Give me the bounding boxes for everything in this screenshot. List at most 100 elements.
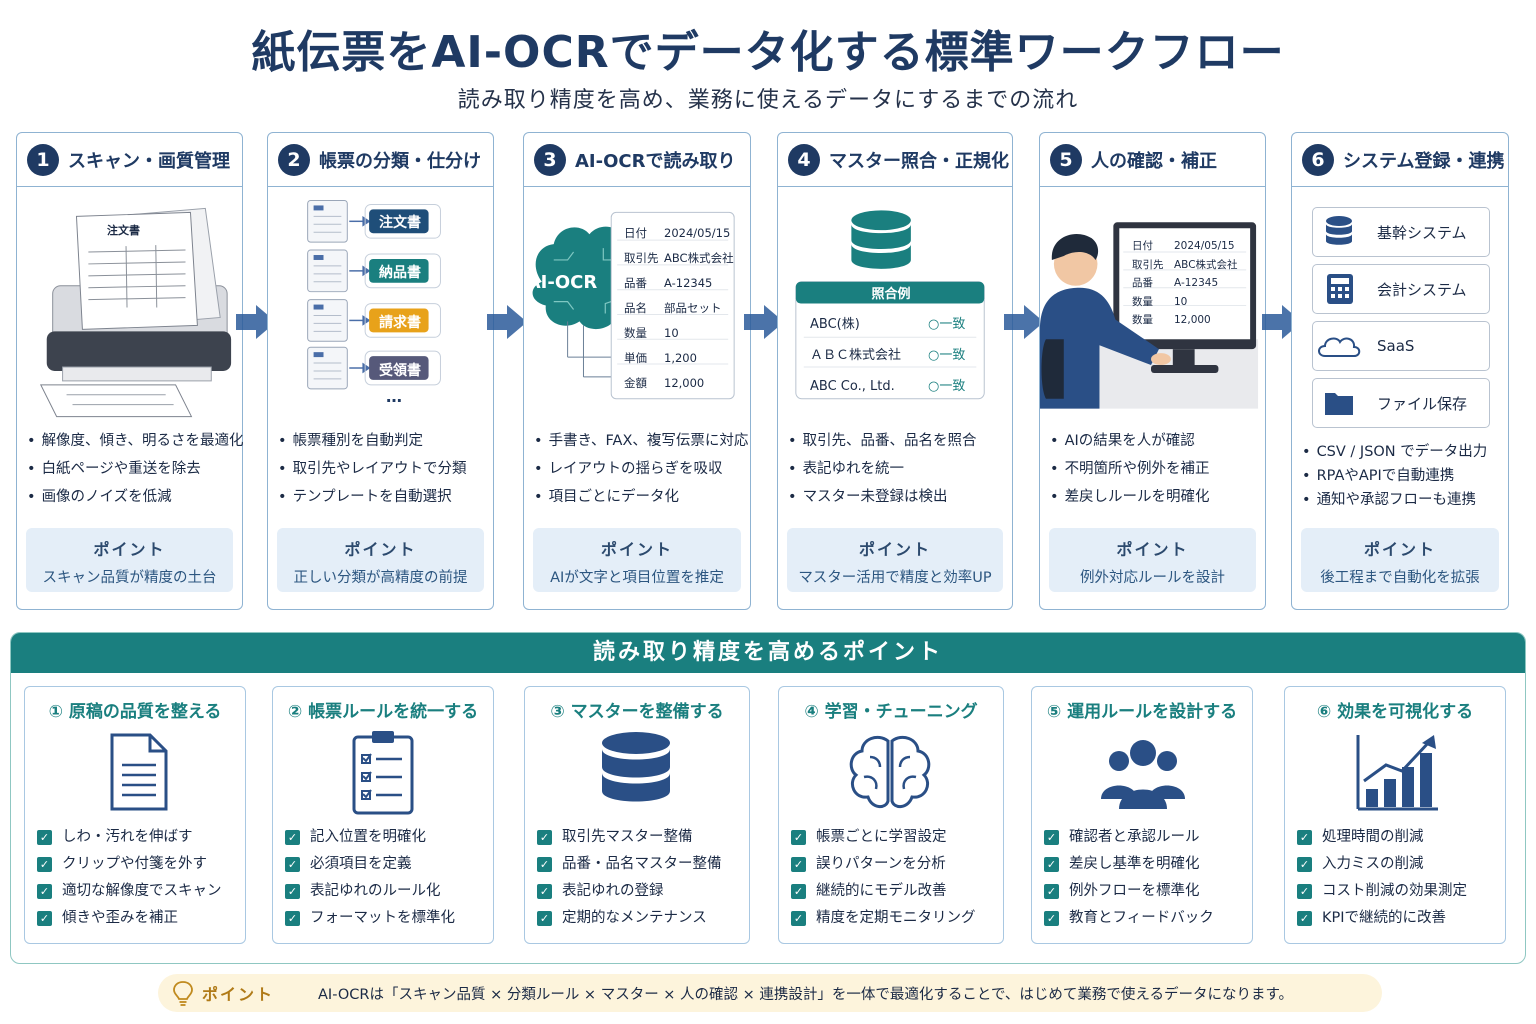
bullet: レイアウトの揺らぎを吸収 [534,455,748,483]
checklist: ✓帳票ごとに学習設定 ✓誤りパターンを分析 ✓継続的にモデル改善 ✓精度を定期モ… [791,824,976,932]
bullet: 白紙ページや重送を除去 [27,455,244,483]
step-card-6: 6 システム登録・連携 基幹システム 会計システム SaaS ファイル保存 CS… [1291,132,1509,610]
system-label: SaaS [1377,337,1415,355]
calculator-icon [1327,274,1353,304]
checklist: ✓確認者と承認ルール ✓差戻し基準を明確化 ✓例外フローを標準化 ✓教育とフィー… [1044,824,1214,932]
system-item: ファイル保存 [1312,378,1490,428]
checkbox-icon: ✓ [1297,857,1312,872]
checkbox-icon: ✓ [791,884,806,899]
check-item: ✓表記ゆれのルール化 [285,878,455,905]
step-title: スキャン・画質管理 [68,150,230,172]
step-number: 1 [27,143,59,176]
field-value: ABC株式会社 [664,251,734,265]
field-label: 日付 [624,226,647,240]
checkbox-icon: ✓ [1297,884,1312,899]
brain-icon [849,735,931,808]
ai-ocr-label: AI-OCR [526,272,598,293]
check-item: ✓教育とフィードバック [1044,905,1214,932]
check-item: ✓取引先マスター整備 [537,824,722,851]
step-header: 1 スキャン・画質管理 [17,133,242,187]
point-text: 正しい分類が高精度の前提 [293,570,468,586]
step-header: 4 マスター照合・正規化 [778,133,1012,187]
point-text: 例外対応ルールを設計 [1080,570,1225,586]
bullet: 手書き、FAX、複写伝票に対応 [534,427,749,455]
field-label: 取引先 [624,251,659,265]
bullet: 差戻しルールを明確化 [1050,483,1210,511]
step-number: 5 [1050,143,1082,176]
point-box: ポイント 後工程まで自動化を拡張 [1301,528,1499,592]
step-header: 2 帳票の分類・仕分け [268,133,493,187]
checkbox-icon: ✓ [285,857,300,872]
point-box: ポイント スキャン品質が精度の土台 [26,528,233,592]
check-item: ✓例外フローを標準化 [1044,878,1214,905]
step-card-4: 4 マスター照合・正規化 照合例 ABC(株)○一致 ＡＢＣ株式会社○一致 AB… [777,132,1013,610]
system-item: SaaS [1312,321,1490,371]
point-label: ポイント [93,540,166,559]
scanner-doc-title: 注文書 [107,224,140,237]
cloud-icon [1318,337,1361,357]
checkbox-icon: ✓ [1044,830,1059,845]
field-label: 金額 [624,376,647,390]
tip-title: ⑥ 効果を可視化する [1316,702,1474,722]
tip-card-4: ④ 学習・チューニング ✓帳票ごとに学習設定 ✓誤りパターンを分析 ✓継続的にモ… [778,686,1004,944]
arrow-right-icon [744,305,784,339]
tip-title: ① 原稿の品質を整える [48,702,222,722]
point-text: AIが文字と項目位置を推定 [550,570,724,586]
step-bullets: 帳票種別を自動判定 取引先やレイアウトで分類 テンプレートを自動選択 [278,427,467,511]
point-text: マスター活用で精度と効率UP [798,570,992,586]
check-item: ✓しわ・汚れを伸ばす [37,824,222,851]
system-label: ファイル保存 [1377,394,1468,413]
checkbox-icon: ✓ [37,911,52,926]
field-value: 2024/05/15 [664,226,731,240]
people-icon [1101,740,1185,809]
bullet: マスター未登録は検出 [788,483,977,511]
field-value: 12,000 [664,376,705,390]
step-card-1: 1 スキャン・画質管理 注文書 解像度、傾き、明るさを最適化 白紙ページや重送を… [16,132,244,610]
check-item: ✓差戻し基準を明確化 [1044,851,1214,878]
field-label: 単価 [624,351,647,365]
checkbox-icon: ✓ [537,857,552,872]
field-value: 1,200 [664,351,697,365]
field-label: 数量 [1132,295,1153,308]
field-value: 10 [664,326,679,340]
tag-receipt: 受領書 [379,363,421,379]
point-label: ポイント [1116,540,1189,559]
checklist: ✓しわ・汚れを伸ばす ✓クリップや付箋を外す ✓適切な解像度でスキャン ✓傾きや… [37,824,222,932]
checkbox-icon: ✓ [791,857,806,872]
folder-icon [1325,393,1353,415]
match-name: ＡＢＣ株式会社 [810,348,902,363]
check-item: ✓継続的にモデル改善 [791,878,976,905]
checkbox-icon: ✓ [1297,911,1312,926]
lightbulb-icon [173,981,193,1006]
field-label: 品番 [624,276,647,290]
document-icon [110,733,168,811]
field-value: 部品セット [664,301,722,315]
step-number: 3 [534,143,566,176]
checklist: ✓処理時間の削減 ✓入力ミスの削減 ✓コスト削減の効果測定 ✓KPIで継続的に改… [1297,824,1467,932]
checkbox-icon: ✓ [1044,857,1059,872]
page-title: 紙伝票をAI-OCRでデータ化する標準ワークフロー [251,27,1285,78]
bullet: テンプレートを自動選択 [278,483,467,511]
bullet: 通知や承認フローも連携 [1302,488,1487,512]
footer-label: ポイント [202,985,275,1004]
point-box: ポイント 例外対応ルールを設計 [1049,528,1256,592]
check-item: ✓表記ゆれの登録 [537,878,722,905]
step-title: 帳票の分類・仕分け [319,150,481,172]
field-value: ABC株式会社 [1174,258,1238,271]
arrow-right-icon [487,305,527,339]
tag-invoice: 請求書 [379,315,421,331]
system-label: 基幹システム [1377,223,1467,242]
step-title: システム登録・連携 [1343,150,1505,172]
tip-title: ⑤ 運用ルールを設計する [1046,702,1238,722]
check-item: ✓定期的なメンテナンス [537,905,722,932]
field-value: A-12345 [1174,277,1219,289]
point-label: ポイント [344,540,417,559]
database-icon [795,210,985,400]
checkbox-icon: ✓ [537,830,552,845]
match-header: 照合例 [871,287,911,302]
field-value: A-12345 [664,276,713,290]
bullet: 取引先、品番、品名を照合 [788,427,977,455]
